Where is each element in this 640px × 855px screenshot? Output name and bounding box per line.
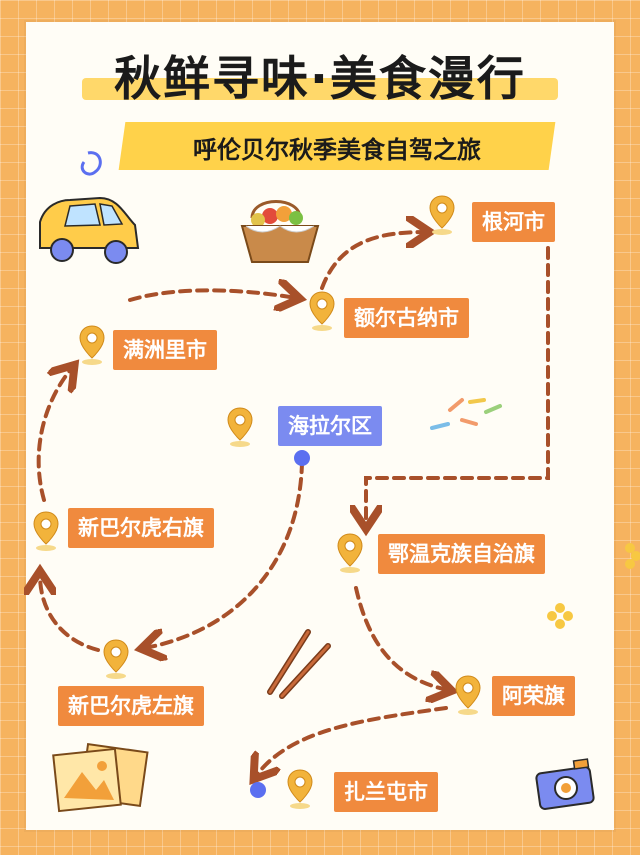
stop-arong: 阿荣旗 [492, 676, 575, 716]
stop-ewenke: 鄂温克族自治旗 [378, 534, 545, 574]
title-highlight [82, 78, 558, 100]
stop-hailaer: 海拉尔区 [278, 406, 382, 446]
end-dot [250, 782, 266, 798]
car-icon [39, 151, 140, 264]
route-eerguna-to-genhe [320, 232, 426, 290]
stop-manzhouli: 满洲里市 [113, 330, 217, 370]
route-ewenke-to-arong [354, 586, 448, 690]
stop-genhe: 根河市 [472, 202, 555, 242]
chopsticks-icon [267, 629, 331, 699]
start-dot [294, 450, 310, 466]
route-manzhouli-to-eerguna [128, 290, 296, 300]
sprinkles-icon [430, 398, 502, 430]
route-zuoqi-to-youqi [40, 575, 100, 652]
camera-icon [535, 758, 595, 810]
stop-xinbaerhuyouqi: 新巴尔虎右旗 [68, 508, 214, 548]
route-arong-to-zhalantun [256, 706, 448, 776]
page-title: 秋鲜寻味·美食漫行 [114, 52, 526, 107]
fruit-basket-icon [240, 200, 320, 263]
stop-zhalantun: 扎兰屯市 [334, 772, 438, 812]
photos-icon [52, 742, 149, 813]
route-hailaer-to-zuoqi [145, 460, 304, 648]
map-pin-icon [33, 195, 481, 809]
flower-icon [547, 543, 640, 629]
page-subtitle: 呼伦贝尔秋季美食自驾之旅 [193, 136, 481, 164]
route-youqi-to-manzhouli [36, 368, 72, 502]
stop-eerguna: 额尔古纳市 [344, 298, 469, 338]
route-genhe-to-ewenke [366, 246, 550, 525]
stop-xinbaerhuzuoqi: 新巴尔虎左旗 [58, 686, 204, 726]
